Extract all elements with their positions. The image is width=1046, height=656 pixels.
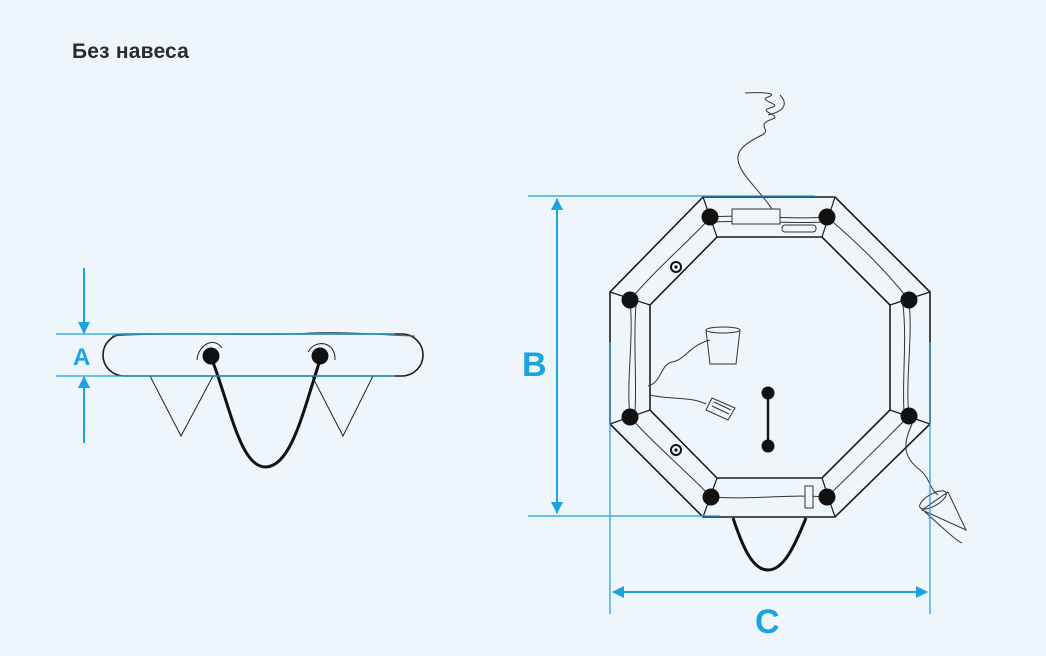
dimension-c: C xyxy=(609,342,931,641)
page-title: Без навеса xyxy=(72,40,190,63)
paddle xyxy=(761,386,775,453)
attachment-point xyxy=(818,488,836,506)
water-pocket-left xyxy=(149,375,214,438)
side-tube xyxy=(102,333,424,377)
attachment-point xyxy=(818,208,836,226)
dimension-b-label: B xyxy=(522,346,547,384)
side-view: A xyxy=(56,268,424,469)
sponge xyxy=(649,394,736,421)
dimension-c-label: C xyxy=(755,603,780,641)
attachment-point xyxy=(702,488,720,506)
top-view: B C xyxy=(522,92,968,641)
side-boarding-ladder xyxy=(209,356,323,469)
knife-pouch xyxy=(731,208,781,225)
side-attachment-point-left xyxy=(202,347,220,365)
dimension-a: A xyxy=(56,268,395,443)
attachment-point xyxy=(900,407,918,425)
water-pocket-right xyxy=(311,375,374,438)
dimension-a-label: A xyxy=(73,344,90,371)
bucket xyxy=(647,326,741,387)
attachment-point xyxy=(900,291,918,309)
attachment-point xyxy=(701,208,719,226)
sea-anchor xyxy=(905,423,968,544)
boarding-ladder xyxy=(731,517,808,572)
attachment-point xyxy=(621,291,639,309)
side-attachment-point-right xyxy=(311,347,329,365)
attachment-point xyxy=(621,408,639,426)
dimension-b: B xyxy=(522,195,815,517)
rescue-line xyxy=(737,92,785,213)
